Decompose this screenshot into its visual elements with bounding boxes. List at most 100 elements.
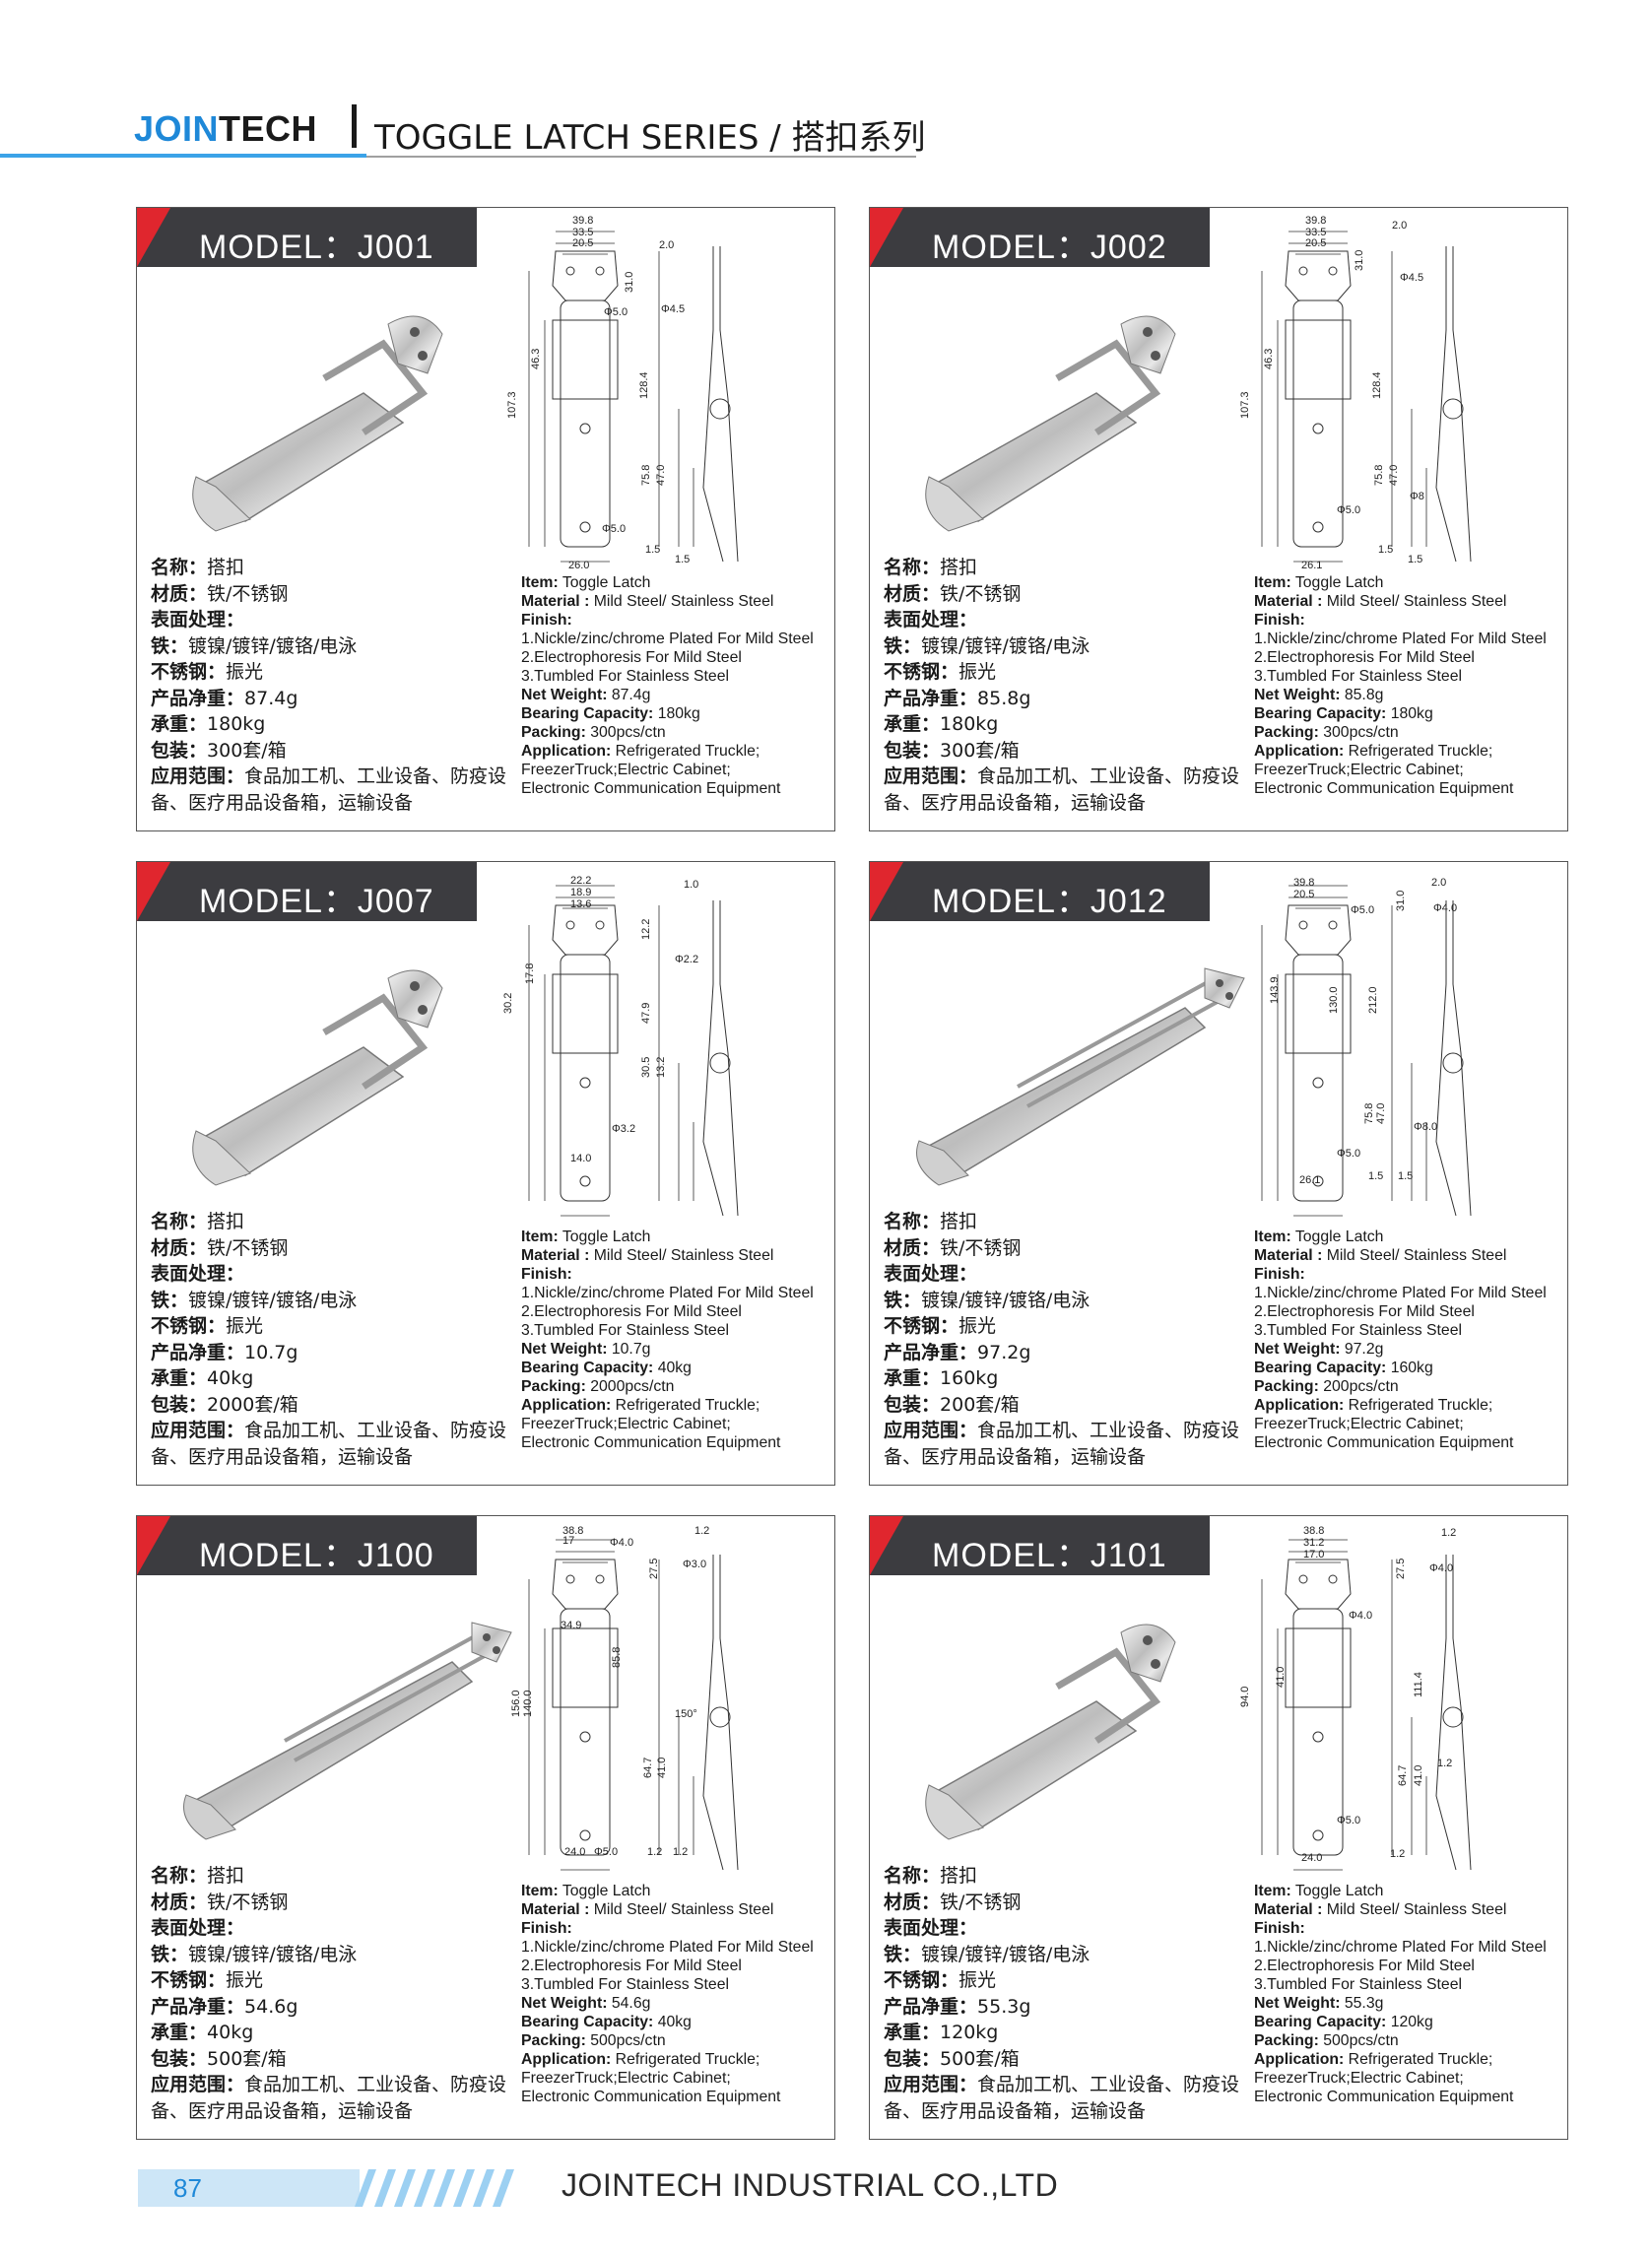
spec-value: 54.6g: [244, 1995, 298, 2018]
dimension-label: 143.9: [1269, 976, 1281, 1004]
spec-label: 不锈钢：: [151, 1315, 227, 1337]
spec-value: 振光: [226, 1969, 264, 1991]
spec-value: 镀镍/镀锌/镀铬/电泳: [188, 1289, 358, 1311]
spec-row: 2.Electrophoresis For Mild Steel: [1254, 648, 1567, 667]
dimension-label: 46.3: [1263, 349, 1275, 369]
spec-label: 承重：: [151, 713, 208, 735]
specs-chinese: 名称：搭扣材质：铁/不锈钢表面处理：铁：镀镍/镀锌/镀铬/电泳不锈钢：振光产品净…: [151, 555, 517, 816]
spec-row: 3.Tumbled For Stainless Steel: [1254, 1321, 1567, 1340]
header-accent-line: [0, 154, 366, 158]
dimension-label: 128.4: [1371, 371, 1383, 399]
latch-photo-body: [192, 969, 443, 1186]
spec-row: Net Weight: 97.2g: [1254, 1340, 1567, 1359]
spec-row: 不锈钢：振光: [884, 1313, 1250, 1340]
spec-row: 应用范围：食品加工机、工业设备、防疫设备、医疗用品设备箱，运输设备: [151, 2072, 517, 2124]
spec-row: Material : Mild Steel/ Stainless Steel: [521, 1900, 834, 1919]
spec-row: 承重：120kg: [884, 2020, 1250, 2046]
spec-row: Finish:: [521, 611, 834, 630]
dimension-label: 1.2: [1437, 1758, 1452, 1769]
spec-label: Bearing Capacity:: [521, 705, 654, 722]
spec-value: Refrigerated Truckle;: [615, 2051, 760, 2068]
spec-label: Material :: [1254, 1247, 1323, 1264]
spec-label: Material :: [521, 1247, 590, 1264]
tech-drawing-lines: [1285, 900, 1472, 1217]
spec-value: 搭扣: [207, 1865, 245, 1887]
model-banner: MODEL：J012: [870, 862, 1210, 921]
spec-label: 材质：: [884, 582, 941, 605]
spec-label: 包装：: [884, 2047, 941, 2070]
dimension-label: 30.2: [502, 993, 514, 1014]
dimension-label: Φ5.0: [602, 523, 626, 535]
spec-label: Application:: [1254, 2051, 1345, 2068]
spec-value: Refrigerated Truckle;: [1348, 1397, 1493, 1414]
spec-value: 300pcs/ctn: [1323, 724, 1399, 741]
dimension-label: 46.3: [530, 349, 542, 369]
spec-label: 铁：: [884, 1943, 922, 1965]
spec-value: 87.4g: [244, 687, 298, 709]
spec-row: Bearing Capacity: 40kg: [521, 2013, 834, 2031]
spec-label: 名称：: [151, 557, 208, 578]
spec-value: 160kg: [940, 1367, 999, 1389]
dimension-label: 47.9: [640, 1003, 652, 1024]
spec-row: 产品净重：85.8g: [884, 686, 1250, 712]
spec-row: Electronic Communication Equipment: [1254, 2088, 1567, 2106]
model-banner: MODEL：J100: [137, 1516, 477, 1575]
dimension-label: 38.8: [1303, 1525, 1324, 1537]
spec-row: Packing: 500pcs/ctn: [521, 2031, 834, 2050]
spec-label: Item:: [1254, 1228, 1291, 1245]
spec-label: Net Weight:: [1254, 687, 1341, 703]
spec-value: 55.3g: [977, 1995, 1031, 2018]
spec-row: 产品净重：87.4g: [151, 686, 517, 712]
dimension-label: 20.5: [1293, 889, 1314, 900]
spec-label: Finish:: [521, 612, 572, 629]
spec-row: Finish:: [521, 1919, 834, 1938]
spec-value: 160kg: [1390, 1360, 1433, 1376]
spec-value: 40kg: [657, 2014, 692, 2030]
spec-value: 1.Nickle/zinc/chrome Plated For Mild Ste…: [1254, 1285, 1547, 1301]
spec-value: 500套/箱: [207, 2047, 287, 2070]
spec-label: Finish:: [521, 1920, 572, 1937]
spec-row: 铁：镀镍/镀锌/镀铬/电泳: [884, 1942, 1250, 1968]
spec-label: Bearing Capacity:: [1254, 1360, 1387, 1376]
spec-value: 300套/箱: [940, 739, 1020, 762]
red-corner-accent: [137, 208, 170, 267]
red-corner-accent: [870, 862, 903, 921]
company-name: JOINTECH INDUSTRIAL CO.,LTD: [562, 2167, 1059, 2203]
spec-row: 产品净重：97.2g: [884, 1340, 1250, 1366]
spec-row: Application: Refrigerated Truckle;: [1254, 742, 1567, 761]
dimension-label: 2.0: [659, 239, 674, 251]
spec-value: 振光: [958, 661, 997, 683]
spec-value: Refrigerated Truckle;: [615, 1397, 760, 1414]
spec-label: 铁：: [884, 1289, 922, 1311]
dimension-label: 27.5: [648, 1559, 660, 1579]
spec-value: 300pcs/ctn: [590, 724, 666, 741]
header-divider: [352, 104, 357, 148]
dimension-label: 33.5: [572, 227, 593, 238]
spec-value: Toggle Latch: [1294, 1883, 1384, 1899]
dimension-label: 47.0: [1388, 465, 1400, 486]
spec-value: Refrigerated Truckle;: [1348, 743, 1493, 760]
spec-row: 应用范围：食品加工机、工业设备、防疫设备、医疗用品设备箱，运输设备: [884, 763, 1250, 816]
spec-value: 铁/不锈钢: [207, 582, 289, 605]
spec-value: 2.Electrophoresis For Mild Steel: [521, 1303, 742, 1320]
dimension-label: Φ4.5: [661, 303, 685, 315]
spec-row: 1.Nickle/zinc/chrome Plated For Mild Ste…: [1254, 1284, 1567, 1302]
dimension-label: 41.0: [1275, 1667, 1287, 1688]
spec-row: Material : Mild Steel/ Stainless Steel: [521, 592, 834, 611]
tech-drawing-lines: [1285, 1555, 1472, 1871]
spec-label: 材质：: [884, 1236, 941, 1259]
tech-drawing-lines: [552, 1555, 739, 1871]
spec-label: Application:: [1254, 743, 1345, 760]
spec-label: 不锈钢：: [151, 1969, 227, 1991]
spec-value: Electronic Communication Equipment: [521, 780, 781, 797]
spec-row: 产品净重：54.6g: [151, 1994, 517, 2021]
spec-label: 应用范围：: [884, 2074, 978, 2095]
spec-label: Bearing Capacity:: [1254, 2014, 1387, 2030]
spec-row: 材质：铁/不锈钢: [884, 581, 1250, 608]
